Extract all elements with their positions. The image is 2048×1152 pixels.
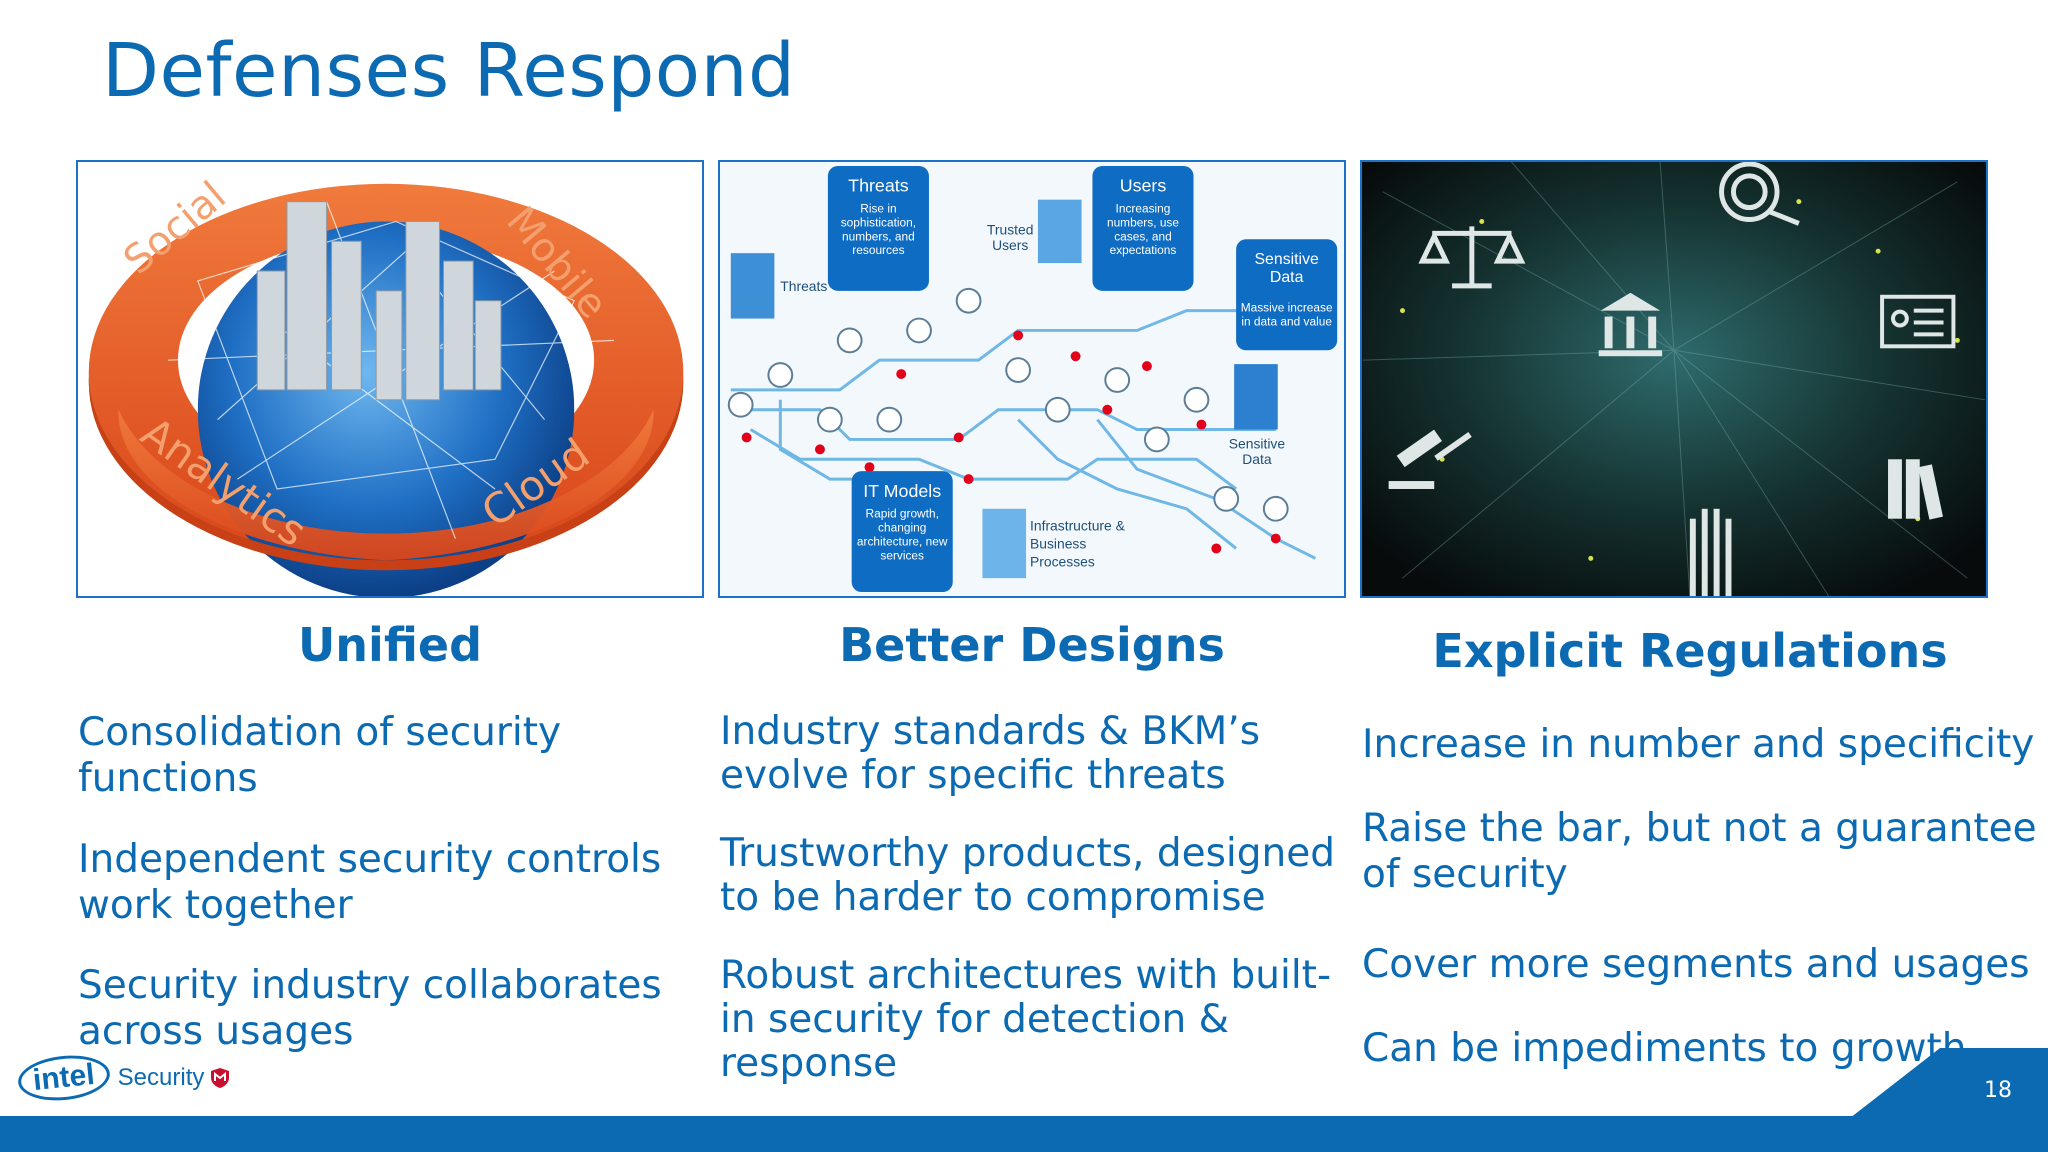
unified-bullet-3: Security industry collaborates across us… bbox=[78, 963, 662, 1054]
intel-security-logo: intel Security bbox=[15, 1051, 230, 1105]
fingerprint-magnifier-icon bbox=[1719, 162, 1800, 226]
footer-bar bbox=[0, 1116, 2048, 1152]
unified-bullet-2: Independent security controls work toget… bbox=[78, 837, 662, 928]
threats-box: Threats Rise in sophistication, numbers,… bbox=[827, 165, 929, 291]
page-number: 18 bbox=[1984, 1078, 2012, 1103]
svg-text:Threats: Threats bbox=[848, 176, 909, 196]
users-box: Users Increasing numbers, use cases, and… bbox=[1092, 165, 1194, 291]
certificate-icon bbox=[1880, 294, 1956, 349]
better-designs-bullet-2: Trustworthy products, designed to be har… bbox=[720, 831, 1335, 920]
trusted-users-label: Trusted Users bbox=[986, 221, 1034, 254]
threats-photo bbox=[730, 253, 775, 319]
heading-unified: Unified bbox=[297, 618, 483, 672]
gavel-icon bbox=[1388, 429, 1472, 489]
regulations-bullet-3: Cover more segments and usages bbox=[1362, 942, 2030, 987]
svg-text:Users: Users bbox=[1120, 176, 1167, 196]
regulations-bullet-2: Raise the bar, but not a guarantee of se… bbox=[1362, 806, 2037, 897]
svg-text:IT Models: IT Models bbox=[863, 481, 941, 501]
footer-wedge bbox=[1850, 1048, 2048, 1118]
better-designs-image: Threats Rise in sophistication, numbers,… bbox=[718, 160, 1346, 598]
mcafee-shield-icon bbox=[211, 1068, 230, 1088]
law-books-icon bbox=[1888, 459, 1943, 520]
data-photo bbox=[1234, 364, 1278, 430]
circuit-diagram-illustration: Threats Rise in sophistication, numbers,… bbox=[727, 165, 1338, 593]
scales-icon bbox=[1418, 226, 1526, 289]
prison-bars-icon bbox=[1689, 508, 1732, 596]
regulation-network-illustration bbox=[1362, 162, 1986, 596]
slide-title: Defenses Respond bbox=[102, 28, 796, 114]
security-wordmark: Security bbox=[117, 1064, 205, 1091]
infrastructure-label: Infrastructure & Business Processes bbox=[1030, 517, 1125, 570]
globe-ring-illustration: Social Mobile Analytics Cloud bbox=[88, 173, 684, 596]
sensitive-data-box: Sensitive Data Massive increase in data … bbox=[1236, 239, 1338, 351]
better-designs-bullet-3: Robust architectures with built-in secur… bbox=[720, 953, 1332, 1086]
unified-bullet-1: Consolidation of security functions bbox=[78, 710, 562, 801]
government-building-icon bbox=[1598, 292, 1663, 357]
threats-label: Threats bbox=[780, 278, 827, 294]
sensitive-data-label: Sensitive Data bbox=[1228, 435, 1286, 468]
regulations-bullet-4: Can be impediments to growth bbox=[1362, 1026, 1967, 1071]
it-models-box: IT Models Rapid growth, changing archite… bbox=[851, 471, 953, 593]
users-photo bbox=[1037, 199, 1082, 264]
regulations-bullet-1: Increase in number and specificity bbox=[1362, 722, 2035, 767]
explicit-regulations-image bbox=[1360, 160, 1988, 598]
heading-better-designs: Better Designs bbox=[839, 618, 1225, 672]
better-designs-bullet-1: Industry standards & BKM’s evolve for sp… bbox=[720, 709, 1261, 798]
infrastructure-photo bbox=[982, 508, 1027, 579]
heading-explicit-regulations: Explicit Regulations bbox=[1432, 624, 1948, 678]
unified-image: Social Mobile Analytics Cloud bbox=[76, 160, 704, 598]
intel-wordmark: intel bbox=[15, 1051, 112, 1105]
